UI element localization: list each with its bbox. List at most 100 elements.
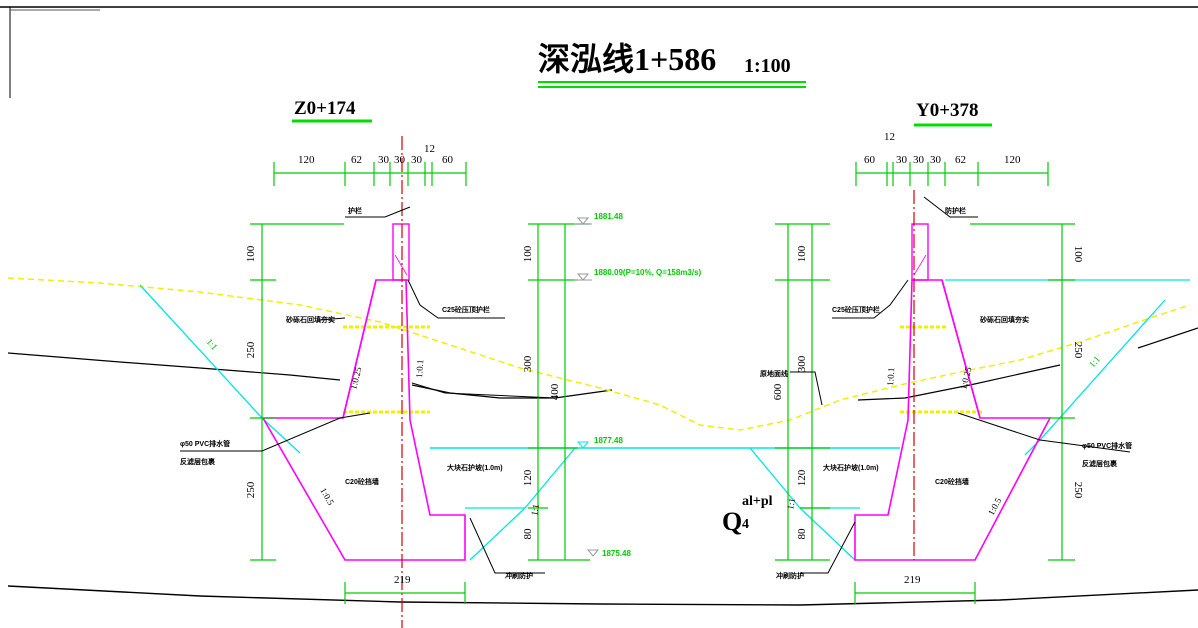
slope-center-left: 1:1 [529, 503, 541, 516]
drawing-scale: 1:100 [744, 55, 791, 77]
station-left: Z0+174 [294, 98, 356, 119]
label-right-railing: 防护栏 [945, 206, 966, 215]
leader-lines [180, 196, 1131, 574]
label-right-riprap: 大块石护坡(1.0m) [823, 463, 879, 472]
left-dim-2: 30 [378, 154, 390, 166]
right-retaining-wall [854, 279, 1052, 561]
left-cap-hatch [394, 254, 408, 276]
center-left-vdim-0: 100 [522, 245, 534, 262]
right-ground-line-2 [1137, 327, 1198, 349]
label-left-wall: C20砼挡墙 [345, 477, 379, 486]
center-left-vdim-1: 300 [522, 355, 534, 372]
elevation-top-marker [574, 217, 592, 225]
bottom-ground-line [7, 585, 1198, 606]
right-dim-small: 12 [884, 131, 895, 143]
elevation-water-marker [576, 441, 590, 449]
right-bottom-dimension [854, 582, 976, 604]
right-toe-slope [799, 507, 856, 561]
elevation-water: 1877.48 [594, 436, 623, 445]
elevation-bed-marker [586, 549, 600, 557]
label-left-riprap: 大块石护坡(1.0m) [447, 463, 503, 472]
right-dim-0: 60 [864, 154, 876, 166]
center-right-total: 600 [772, 383, 784, 400]
left-dim-5: 60 [442, 154, 454, 166]
left-dim-3: 30 [394, 154, 406, 166]
label-right-drain2: 反滤层包裹 [1082, 459, 1118, 468]
label-right-slope-note: 原地面线 [760, 369, 788, 378]
slope-right-base: 1:0.5 [986, 496, 1004, 517]
left-cap-block [392, 223, 410, 281]
elevation-flood: 1880.09(P=10%, Q=158m3/s) [594, 268, 702, 277]
right-ground-line [857, 364, 1061, 401]
slope-center-right: 1:1 [785, 497, 797, 510]
slope-right-bank: 1:1 [1087, 354, 1102, 369]
right-dim-3: 30 [930, 154, 942, 166]
left-dim-4: 30 [411, 154, 423, 166]
center-right-vdim-2: 120 [796, 469, 808, 486]
geology-symbol: Q [722, 507, 742, 536]
center-right-vdim-1: 300 [796, 355, 808, 372]
left-ground-line [7, 352, 341, 381]
station-right: Y0+378 [916, 100, 979, 121]
right-vdim-0: 100 [1072, 246, 1084, 263]
original-ground-dashed [7, 277, 1191, 431]
slope-left-wall-face: 1:0.25 [348, 366, 363, 391]
slope-left-wall-back: 1:0.1 [414, 359, 425, 378]
center-left-vdim-3: 80 [522, 528, 534, 540]
left-dim-0: 120 [298, 154, 315, 166]
center-left-dimension [528, 223, 590, 561]
right-dim-1: 30 [896, 154, 908, 166]
elevation-top: 1881.48 [594, 212, 623, 221]
right-vdim-2: 250 [1072, 482, 1084, 499]
elevation-flood-marker [574, 273, 592, 281]
label-right-drain: φ50 PVC排水管 [1082, 441, 1132, 450]
label-left-cap: C25砼压顶护栏 [442, 305, 490, 314]
left-toe-slope [469, 507, 526, 561]
left-bottom-width: 219 [394, 574, 411, 586]
geology-superscript: al+pl [742, 494, 773, 509]
right-top-dimension [855, 162, 1049, 186]
slope-left-bank: 1:1 [205, 337, 220, 352]
geology-subscript: 4 [742, 517, 749, 532]
right-wall-face [941, 279, 981, 419]
left-bottom-dimension [344, 582, 466, 604]
center-left-vdim-2: 120 [522, 469, 534, 486]
right-dim-2: 30 [913, 154, 925, 166]
label-left-drain2: 反滤层包裹 [180, 457, 216, 466]
center-right-vdim-3: 80 [796, 528, 808, 540]
left-riprap-line [465, 447, 576, 509]
slope-right-wall-face: 1:0.1 [885, 367, 896, 386]
label-right-wall: C20砼挡墙 [935, 477, 969, 486]
right-cap-hatch [913, 254, 927, 276]
label-left-toe: 冲刷防护 [505, 571, 533, 580]
right-cap-block [911, 223, 929, 281]
label-right-fill: 砂砾石回填夯实 [980, 315, 1029, 324]
right-dim-5: 120 [1004, 154, 1021, 166]
slope-left-base: 1:0.5 [318, 486, 336, 507]
right-excavation-slope [1024, 299, 1166, 456]
center-left-total: 400 [549, 383, 561, 400]
left-vdim-2: 250 [245, 481, 257, 498]
left-vdim-1: 250 [245, 341, 257, 358]
center-right-vdim-0: 100 [796, 245, 808, 262]
right-bottom-width: 219 [904, 574, 921, 586]
left-top-dimension [273, 162, 467, 186]
right-vertical-dimension [970, 223, 1075, 561]
right-dim-4: 62 [955, 154, 966, 166]
label-left-drain: φ50 PVC排水管 [180, 439, 230, 448]
center-right-dimension [775, 223, 830, 561]
drawing-title: 深泓线1+586 [538, 41, 716, 77]
right-vdim-1: 250 [1072, 342, 1084, 359]
left-dim-small: 12 [424, 143, 435, 155]
label-right-cap: C25砼压顶护栏 [832, 305, 880, 314]
left-wall-face [342, 279, 377, 419]
left-dim-1: 62 [351, 154, 362, 166]
label-left-railing: 护栏 [348, 206, 362, 215]
label-right-toe: 冲刷防护 [776, 571, 804, 580]
left-vdim-0: 100 [245, 245, 257, 262]
left-retaining-wall [261, 279, 466, 561]
label-left-fill: 砂砾石回填夯实 [286, 315, 335, 324]
elevation-bed: 1875.48 [602, 549, 631, 558]
